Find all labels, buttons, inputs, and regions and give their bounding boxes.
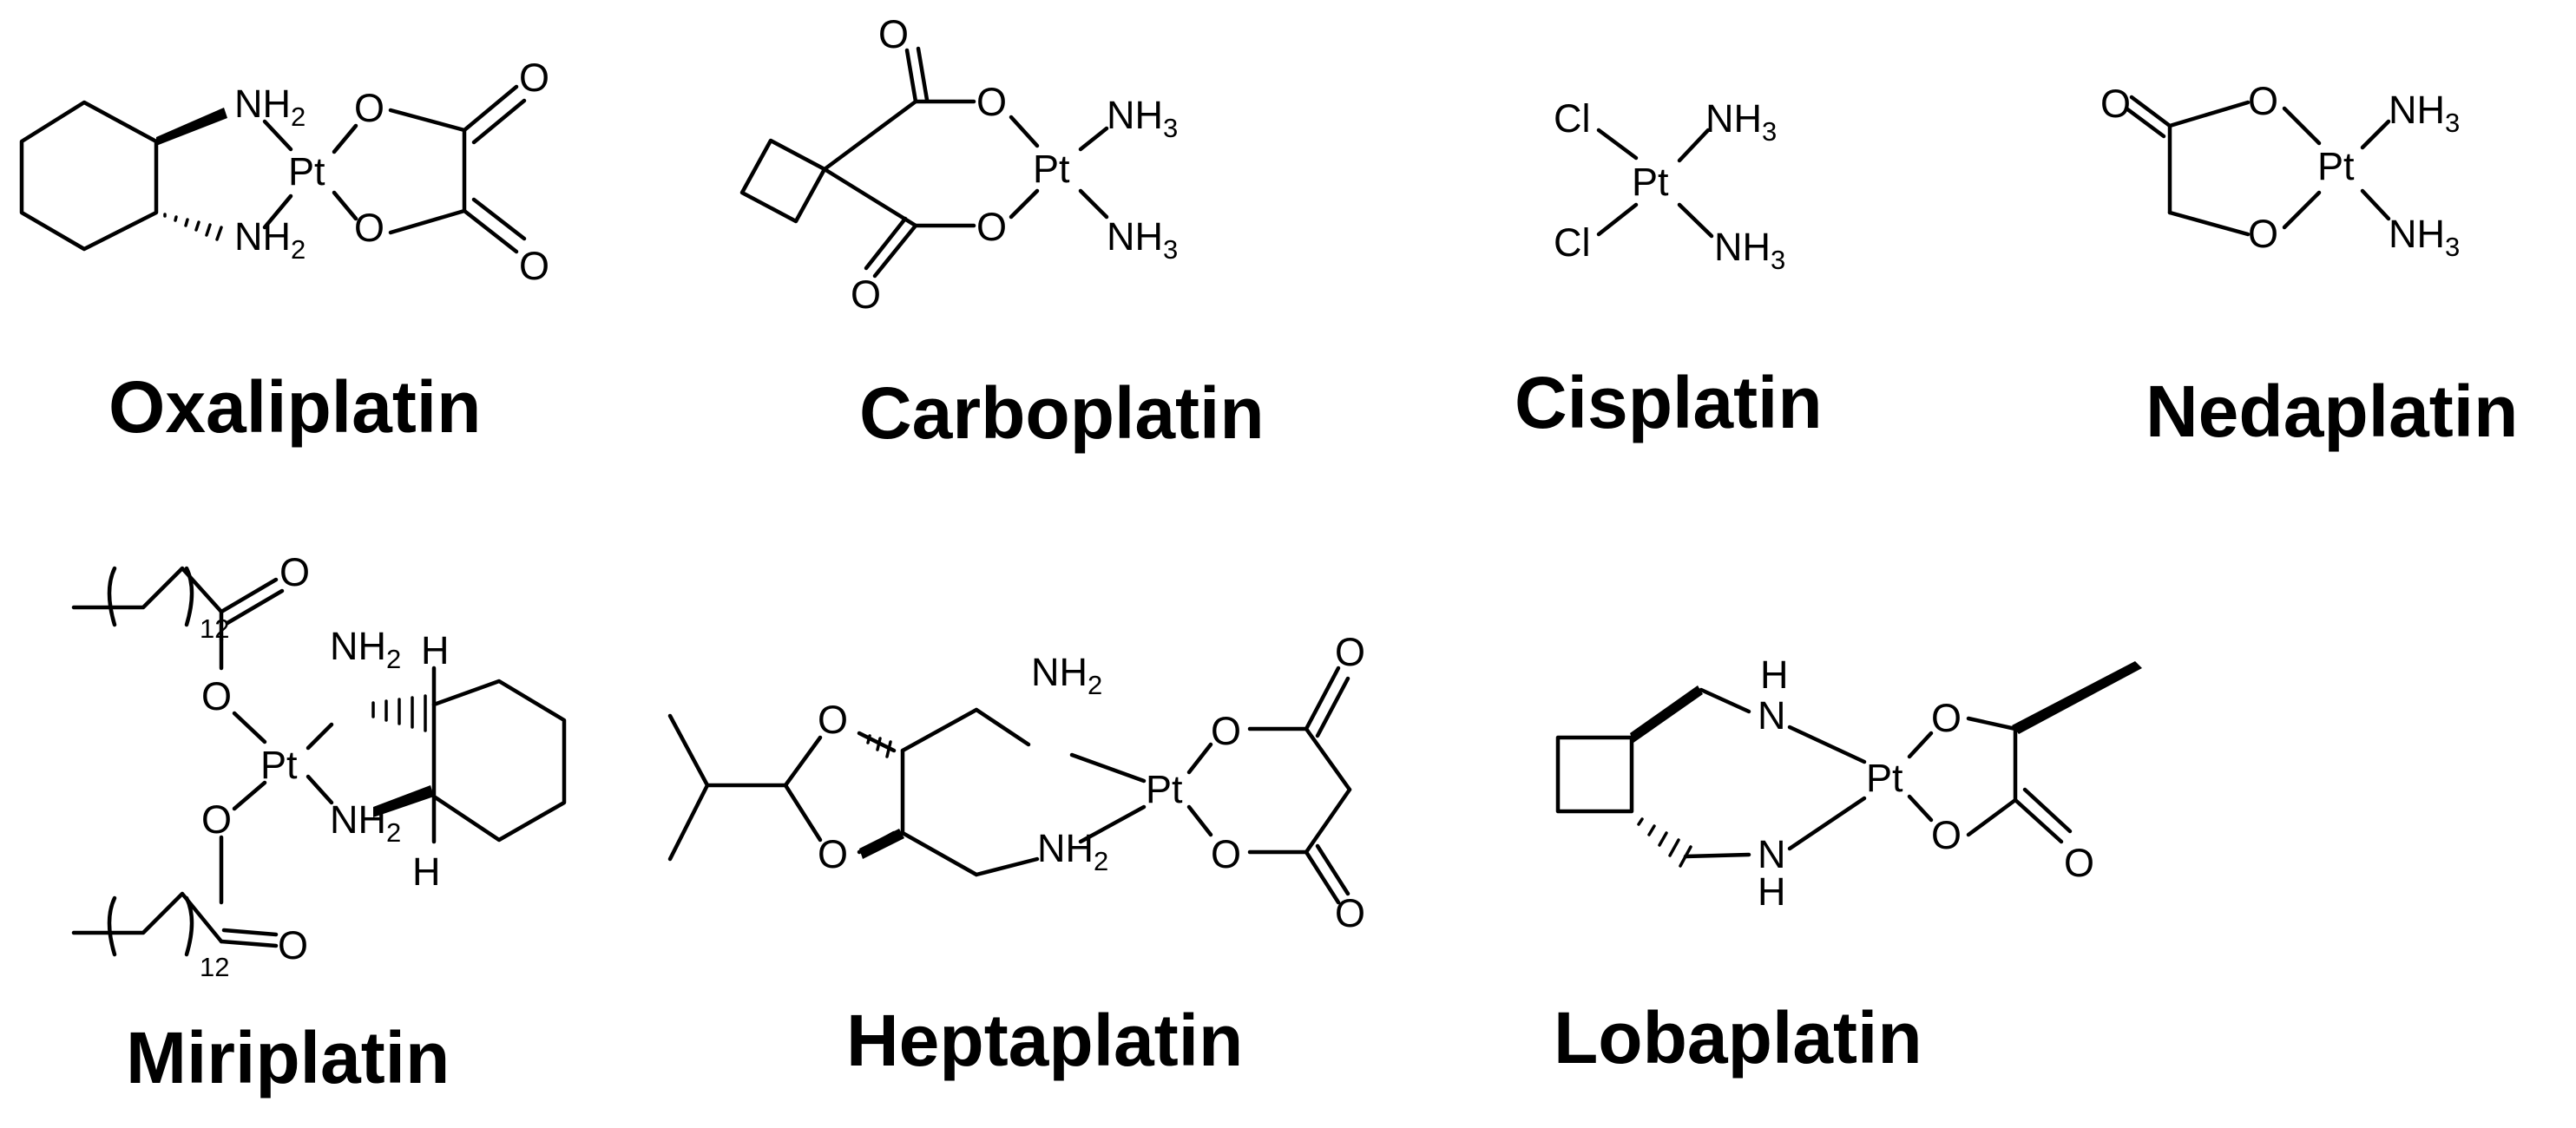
molecule-nedaplatin: O O O Pt NH3 NH3 Nedaplatin xyxy=(2100,79,2518,452)
lobaplatin-label-o1: O xyxy=(1931,696,1962,740)
nedaplatin-label-o2: O xyxy=(2248,212,2278,256)
miriplatin-label-h-top: H xyxy=(421,628,450,672)
oxaliplatin-label-o4: O xyxy=(519,244,549,288)
heptaplatin-hash-bond xyxy=(866,734,892,758)
oxaliplatin-label-nh2-bottom: NH2 xyxy=(234,214,306,265)
cisplatin-label-cl-top: Cl xyxy=(1554,96,1591,141)
carboplatin-label-o-bottom: O xyxy=(851,272,881,317)
miriplatin-label-o1: O xyxy=(201,674,232,718)
oxaliplatin-cyclohexane-ring xyxy=(19,100,159,252)
carboplatin-label-o1: O xyxy=(976,80,1007,124)
carboplatin-label-o-top: O xyxy=(878,12,909,56)
heptaplatin-label-o1: O xyxy=(1211,709,1241,753)
oxaliplatin-label-pt: Pt xyxy=(288,149,325,193)
nedaplatin-label-pt: Pt xyxy=(2317,144,2355,188)
miriplatin-wedge-bond xyxy=(373,785,434,817)
carboplatin-cyclobutane-ring xyxy=(739,138,827,224)
lobaplatin-label-o2: O xyxy=(1931,813,1962,857)
oxaliplatin-label-o2: O xyxy=(354,206,384,250)
lobaplatin-label-pt: Pt xyxy=(1866,756,1903,800)
oxaliplatin-label-nh2-top: NH2 xyxy=(234,82,306,132)
miriplatin-top-alkyl-chain xyxy=(71,566,224,642)
molecule-cisplatin: Cl Cl Pt NH3 NH3 Cisplatin xyxy=(1515,96,1823,443)
carboplatin-label-o2: O xyxy=(976,205,1007,249)
miriplatin-cyclohexane-ring xyxy=(431,679,567,843)
molecule-miriplatin: 12 O O Pt O 12 O NH2 NH2 xyxy=(71,550,567,1098)
carboplatin-label-pt: Pt xyxy=(1033,147,1070,191)
lobaplatin-methyl-wedge xyxy=(2012,661,2142,734)
heptaplatin-label-o-ring2: O xyxy=(818,832,848,876)
name-carboplatin: Carboplatin xyxy=(859,372,1265,454)
nedaplatin-label-o-keto: O xyxy=(2100,82,2131,126)
miriplatin-label-nh2-top: NH2 xyxy=(330,624,401,674)
cisplatin-label-cl-bottom: Cl xyxy=(1554,220,1591,265)
miriplatin-label-o-top: O xyxy=(279,550,310,594)
oxaliplatin-hash-bond xyxy=(163,213,223,241)
lobaplatin-label-h-bottom: H xyxy=(1758,869,1786,914)
nedaplatin-label-o1: O xyxy=(2248,79,2278,123)
nedaplatin-label-nh3-top: NH3 xyxy=(2389,88,2460,138)
molecule-heptaplatin: O O NH2 NH2 Pt O O O O Hepta xyxy=(667,630,1365,1081)
heptaplatin-label-o2: O xyxy=(1211,832,1241,876)
name-nedaplatin: Nedaplatin xyxy=(2146,371,2518,452)
heptaplatin-label-o-ring1: O xyxy=(818,698,848,742)
miriplatin-label-pt: Pt xyxy=(260,743,298,787)
miriplatin-label-n-top: 12 xyxy=(200,613,229,644)
oxaliplatin-wedge-bond xyxy=(156,108,227,146)
miriplatin-label-o2: O xyxy=(201,797,232,842)
cisplatin-label-pt: Pt xyxy=(1632,160,1669,204)
miriplatin-hash-bond xyxy=(371,694,427,732)
lobaplatin-cyclobutane-ring xyxy=(1555,735,1634,814)
molecule-carboplatin: O O O O Pt NH3 NH3 Carboplatin xyxy=(739,12,1265,454)
lobaplatin-label-o-keto: O xyxy=(2064,841,2094,885)
lobaplatin-wedge-bond xyxy=(1630,685,1703,743)
carboplatin-label-nh3-bottom: NH3 xyxy=(1107,214,1178,265)
miriplatin-label-o-bottom: O xyxy=(278,923,308,967)
name-miriplatin: Miriplatin xyxy=(126,1017,450,1098)
heptaplatin-label-nh2-bottom: NH2 xyxy=(1037,826,1108,876)
heptaplatin-label-pt: Pt xyxy=(1146,767,1183,811)
lobaplatin-hash-bond xyxy=(1637,817,1692,868)
oxaliplatin-label-o3: O xyxy=(519,56,549,100)
molecule-oxaliplatin: NH2 NH2 Pt O O O O Oxaliplatin xyxy=(19,56,549,448)
heptaplatin-label-o-top: O xyxy=(1335,630,1365,674)
molecule-lobaplatin: H N N H Pt O O O Lobaplatin xyxy=(1554,653,2142,1079)
lobaplatin-label-n-bottom: N xyxy=(1758,832,1786,876)
name-lobaplatin: Lobaplatin xyxy=(1554,997,1922,1079)
name-oxaliplatin: Oxaliplatin xyxy=(108,366,481,448)
name-cisplatin: Cisplatin xyxy=(1515,362,1823,443)
lobaplatin-label-h-top: H xyxy=(1760,653,1789,697)
cisplatin-label-nh3-top: NH3 xyxy=(1705,96,1777,147)
heptaplatin-wedge-bond xyxy=(859,829,904,859)
miriplatin-label-h-bottom: H xyxy=(412,849,441,894)
heptaplatin-label-nh2-top: NH2 xyxy=(1031,650,1102,700)
oxaliplatin-label-o1: O xyxy=(354,86,384,130)
miriplatin-label-n-bottom: 12 xyxy=(200,952,229,982)
name-heptaplatin: Heptaplatin xyxy=(846,1000,1243,1081)
carboplatin-label-nh3-top: NH3 xyxy=(1107,93,1178,143)
heptaplatin-label-o-bottom: O xyxy=(1335,891,1365,935)
lobaplatin-label-n-top: N xyxy=(1758,693,1786,738)
cisplatin-label-nh3-bottom: NH3 xyxy=(1714,225,1785,275)
miriplatin-label-nh2-bottom: NH2 xyxy=(330,797,401,848)
miriplatin-bottom-alkyl-chain xyxy=(71,891,224,944)
nedaplatin-label-nh3-bottom: NH3 xyxy=(2389,212,2460,262)
